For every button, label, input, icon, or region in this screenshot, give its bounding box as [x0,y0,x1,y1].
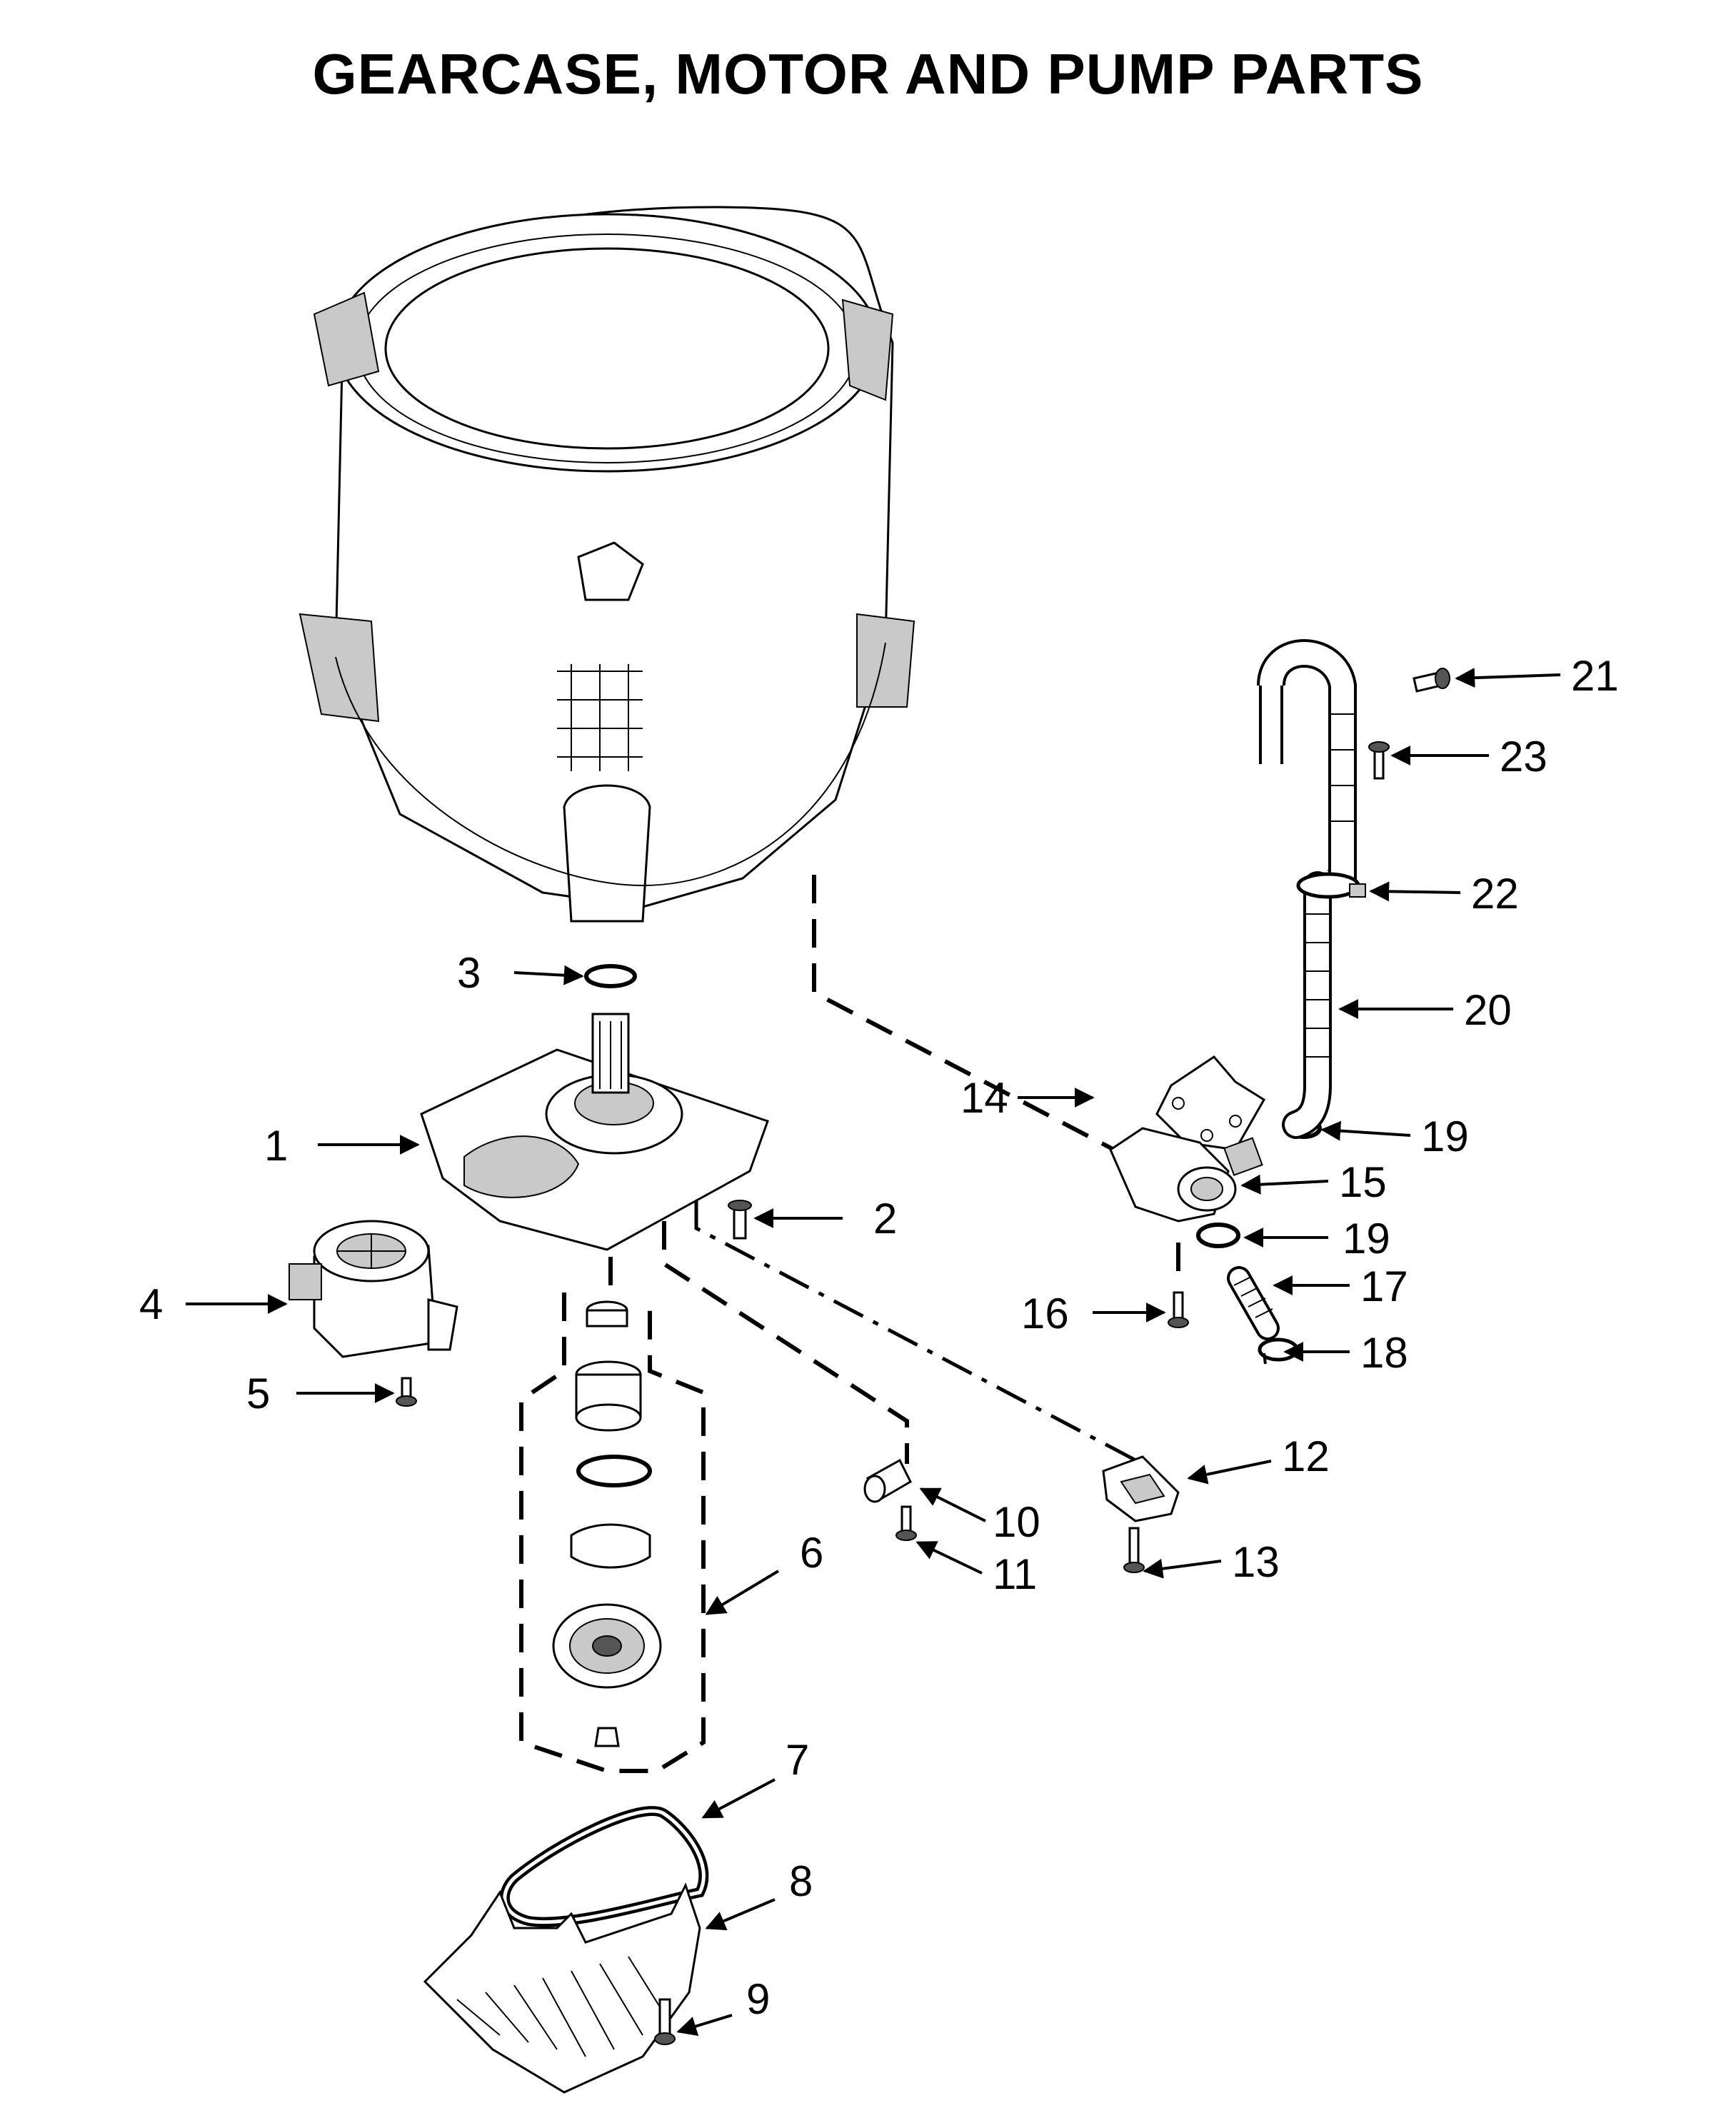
part-9-screw [654,1998,676,2045]
callout-2: 2 [873,1195,897,1243]
callout-1: 1 [264,1122,288,1170]
part-23-screw [1368,741,1390,780]
part-11-screw [895,1505,917,1541]
callout-17: 17 [1360,1263,1408,1310]
part-2-screw [728,1200,752,1240]
outer-tub [298,206,915,923]
part-7-drive-belt [499,1806,709,1927]
part-13-screw [1123,1527,1145,1573]
callout-20: 20 [1464,986,1512,1034]
callout-15: 15 [1339,1158,1387,1206]
callout-19b: 19 [1421,1113,1469,1160]
part-12-bracket [1102,1455,1180,1522]
callout-12: 12 [1282,1432,1330,1480]
callout-4: 4 [139,1280,163,1328]
callout-13: 13 [1232,1538,1280,1586]
leader-arrows [186,668,1561,2036]
part-4-motor [289,1220,458,1358]
part-3-seal-ring [584,964,637,988]
callout-3: 3 [457,949,481,997]
callout-14: 14 [960,1074,1008,1122]
callout-7: 7 [786,1736,809,1784]
callout-18: 18 [1360,1329,1408,1377]
callout-9: 9 [746,1975,770,2023]
part-20-drain-hose [1257,639,1357,1139]
callout-6: 6 [800,1529,823,1577]
part-19-clamp-lower [1196,1223,1240,1248]
part-21-screw [1413,668,1450,693]
part-14-gasket [1155,1055,1266,1151]
part-22-hose-clamp [1296,872,1366,899]
part-17-pump-hose [1227,1266,1280,1340]
part-10-sensor [863,1458,912,1503]
callout-22: 22 [1471,870,1519,918]
part-15-drain-pump [1109,1127,1263,1223]
part-8-shield [423,1882,701,2094]
part-6-clutch-pulley-kit [552,1300,662,1747]
page-title: GEARCASE, MOTOR AND PUMP PARTS [312,42,1424,106]
callout-8: 8 [789,1857,813,1905]
callout-16: 16 [1021,1290,1069,1337]
callout-19a: 19 [1343,1215,1390,1263]
callout-21: 21 [1571,652,1619,700]
part-16-screw [1168,1291,1189,1328]
callout-10: 10 [993,1498,1040,1546]
callout-5: 5 [246,1370,270,1417]
callout-11: 11 [993,1550,1037,1598]
callout-labels: 1 2 3 4 5 6 7 8 9 10 11 12 13 14 15 16 1… [139,652,1619,2023]
callout-23: 23 [1500,733,1547,781]
part-1-gearcase [420,1013,769,1251]
part-5-screw [396,1377,417,1407]
